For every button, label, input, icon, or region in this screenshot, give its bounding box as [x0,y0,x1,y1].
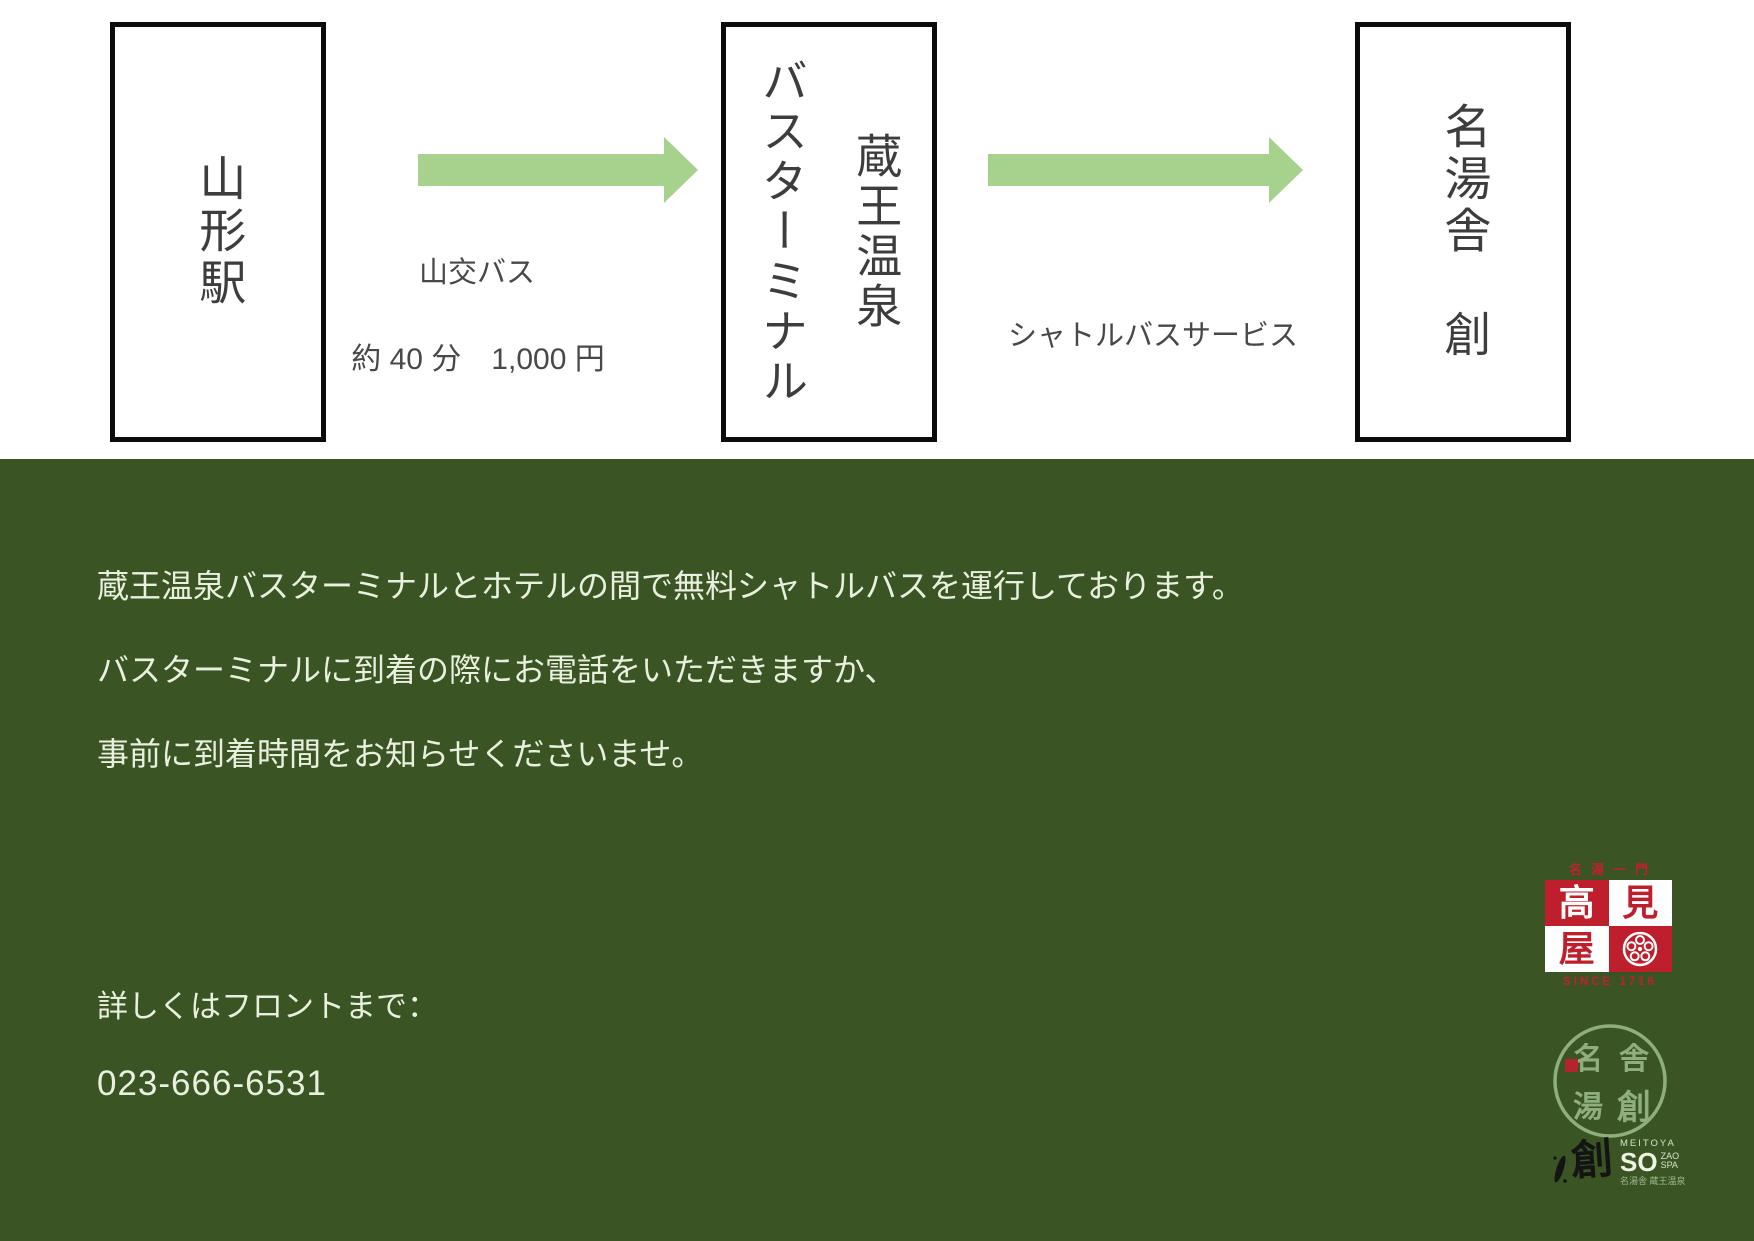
phone-number: 023-666-6531 [97,1064,327,1103]
station-box-hotel-meitoya-so: 名湯舎 創 [1355,22,1571,442]
notice-panel: 蔵王温泉バスターミナルとホテルの間で無料シャトルバスを運行しております。 バスタ… [0,459,1754,1241]
station-label-yamagata: 山形駅 [192,154,246,310]
meitoya-circle-seal-logo: 名 舎 湯 創 [1553,1024,1667,1138]
front-desk-contact-label: 詳しくはフロントまで： [97,989,438,1024]
seal-tile-ya: 屋 [1545,926,1609,972]
wordmark-zao-text: ZAO [1660,1150,1680,1161]
brush-kanji-so: 創 [1569,1133,1615,1186]
seal-tile-taka: 高 [1545,880,1609,926]
right-arrow-icon-2 [988,137,1303,203]
right-arrow-icon-1 [418,137,698,203]
meitoya-so-wordmark: 創 MEITOYA SO ZAO SPA 名湯舎 蔵王温泉 [1552,1133,1686,1186]
wordmark-spa-text: SPA [1660,1160,1678,1171]
wordmark-so-text: SO [1620,1146,1658,1177]
station-label-zao-terminal: 蔵王温泉 バスターミナル [735,57,924,407]
leg1-duration-fare-label: 約 40 分 1,000 円 [351,343,605,376]
wordmark-text-block: MEITOYA SO ZAO SPA 名湯舎 蔵王温泉 [1620,1139,1686,1186]
seal-tile-mi: 見 [1608,880,1672,926]
takamiya-since-text: SINCE 1716 [1563,976,1657,988]
takamiya-seal-grid: 高 見 屋 [1545,880,1672,972]
takamiya-seal-logo: 名湯一門 高 見 屋 SINCE 1716 [1545,861,1672,988]
circle-seal-char-3: 湯 [1573,1090,1603,1125]
station-box-zao-bus-terminal: 蔵王温泉 バスターミナル [721,22,937,442]
station-box-yamagata-station: 山形駅 [110,22,326,442]
plum-blossom-crest-icon [1608,926,1672,972]
notice-line-shuttle-service: 蔵王温泉バスターミナルとホテルの間で無料シャトルバスを運行しております。 [97,568,1244,604]
leg1-bus-label: 山交バス [418,257,535,289]
circle-seal-char-2: 舎 [1619,1042,1649,1077]
circle-seal-char-4: 創 [1617,1088,1651,1128]
circle-seal-red-square [1565,1059,1578,1072]
wordmark-meitoya-text: MEITOYA [1620,1138,1676,1149]
notice-line-advance-notice: 事前に到着時間をお知らせくださいませ。 [97,736,704,772]
terminal-label-line2: バスターミナル [756,57,808,407]
wordmark-japanese-name: 名湯舎 蔵王温泉 [1620,1176,1686,1187]
ink-splatter-icon [1553,1155,1567,1183]
leg2-shuttle-label: シャトルバスサービス [1007,320,1298,352]
notice-line-call-on-arrival: バスターミナルに到着の際にお電話をいただきますか、 [97,652,897,688]
takamiya-motto-text: 名湯一門 [1568,862,1657,877]
terminal-label-line1: 蔵王温泉 [850,132,903,332]
station-label-hotel: 名湯舎 創 [1437,102,1491,362]
